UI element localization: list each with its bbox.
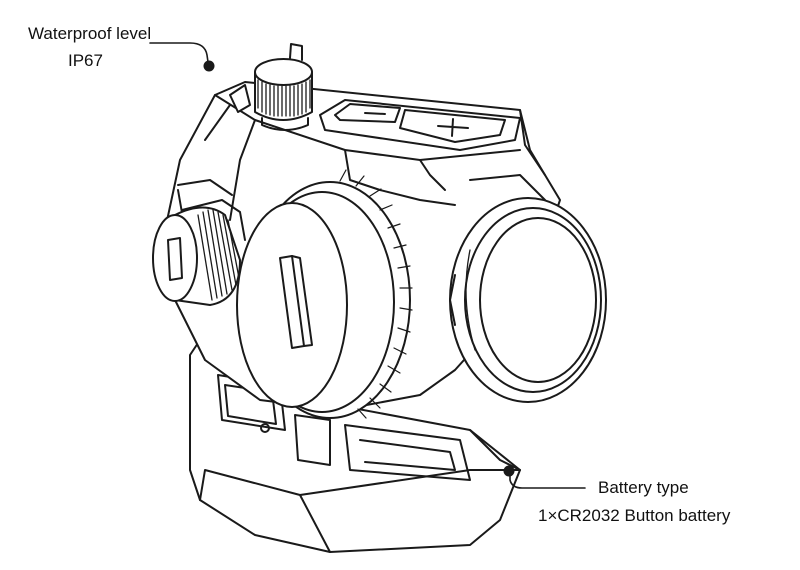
battery-leader-dot xyxy=(503,465,515,477)
battery-type-value: 1×CR2032 Button battery xyxy=(538,506,731,525)
plus-symbol xyxy=(437,118,469,137)
waterproof-leader-dot xyxy=(203,60,215,72)
front-lens xyxy=(449,197,607,403)
top-turret xyxy=(254,43,313,131)
top-button-panel xyxy=(319,99,521,151)
battery-leader xyxy=(503,465,586,489)
battery-type-label: Battery type xyxy=(598,478,689,497)
battery-cap xyxy=(236,169,413,419)
side-adjustment-knob xyxy=(152,199,246,306)
waterproof-leader xyxy=(149,42,215,72)
waterproof-level-label: Waterproof level xyxy=(28,24,152,43)
minus-symbol xyxy=(364,112,386,115)
waterproof-level-value: IP67 xyxy=(68,51,103,70)
